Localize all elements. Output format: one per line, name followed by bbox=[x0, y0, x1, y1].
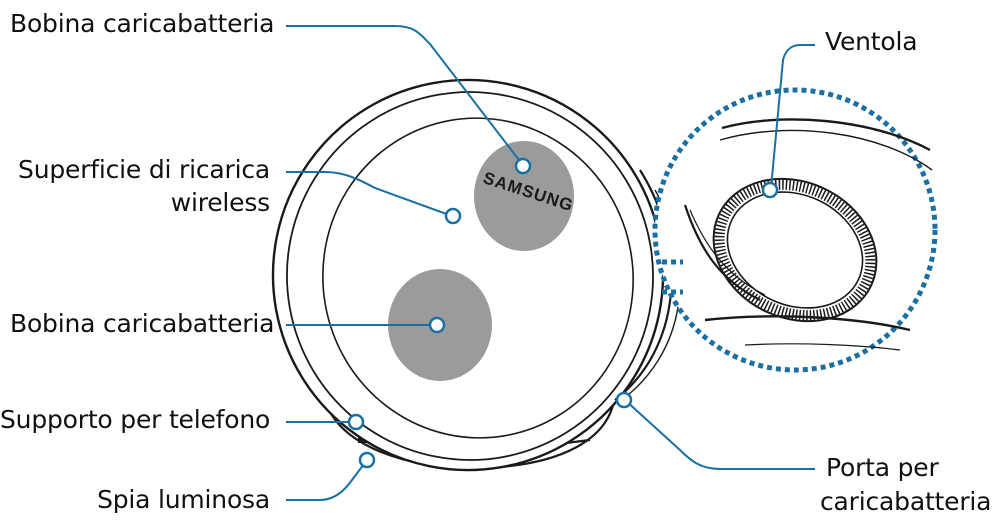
leader-dots bbox=[347, 157, 779, 469]
dot-coil-top bbox=[514, 157, 532, 175]
label-charger-port-line1: Porta per bbox=[826, 453, 939, 482]
label-wireless-surface-line1: Superficie di ricarica bbox=[18, 155, 270, 184]
label-charger-port-line2: caricabatteria bbox=[820, 487, 992, 516]
label-wireless-surface-line2: wireless bbox=[170, 188, 270, 217]
dot-stand bbox=[347, 413, 365, 431]
label-charging-coil-top: Bobina caricabatteria bbox=[10, 9, 275, 38]
charging-coil-top bbox=[474, 141, 574, 251]
charging-pad bbox=[271, 78, 681, 472]
dot-port bbox=[615, 391, 633, 409]
leader-lines bbox=[286, 25, 815, 501]
label-charging-coil-bottom: Bobina caricabatteria bbox=[10, 309, 275, 338]
label-fan: Ventola bbox=[825, 27, 918, 56]
label-phone-stand: Supporto per telefono bbox=[0, 405, 271, 434]
fan-ring bbox=[714, 179, 876, 321]
dot-surface bbox=[444, 207, 462, 225]
label-led-indicator: Spia luminosa bbox=[97, 485, 270, 514]
dot-led bbox=[358, 451, 376, 469]
dot-fan bbox=[761, 181, 779, 199]
dot-coil-bottom bbox=[428, 316, 446, 334]
fan-detail-zoom bbox=[652, 87, 938, 373]
